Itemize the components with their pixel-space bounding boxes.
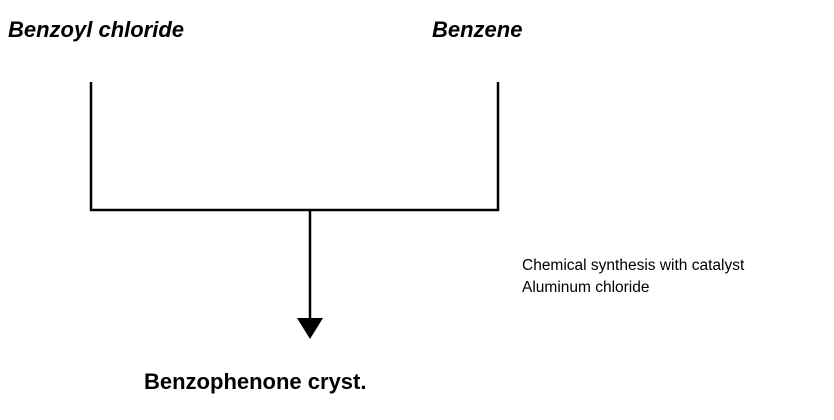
reactant-benzene: Benzene	[432, 17, 523, 42]
product-benzophenone: Benzophenone cryst.	[144, 369, 367, 394]
reaction-conditions: Chemical synthesis with catalyst Aluminu…	[522, 255, 744, 299]
conditions-line-catalyst: Chemical synthesis with catalyst	[522, 257, 745, 274]
conditions-line-aluminum-chloride: Aluminum chloride	[522, 279, 650, 296]
reactant-benzoyl-chloride: Benzoyl chloride	[8, 17, 185, 42]
arrow-head	[297, 318, 323, 339]
